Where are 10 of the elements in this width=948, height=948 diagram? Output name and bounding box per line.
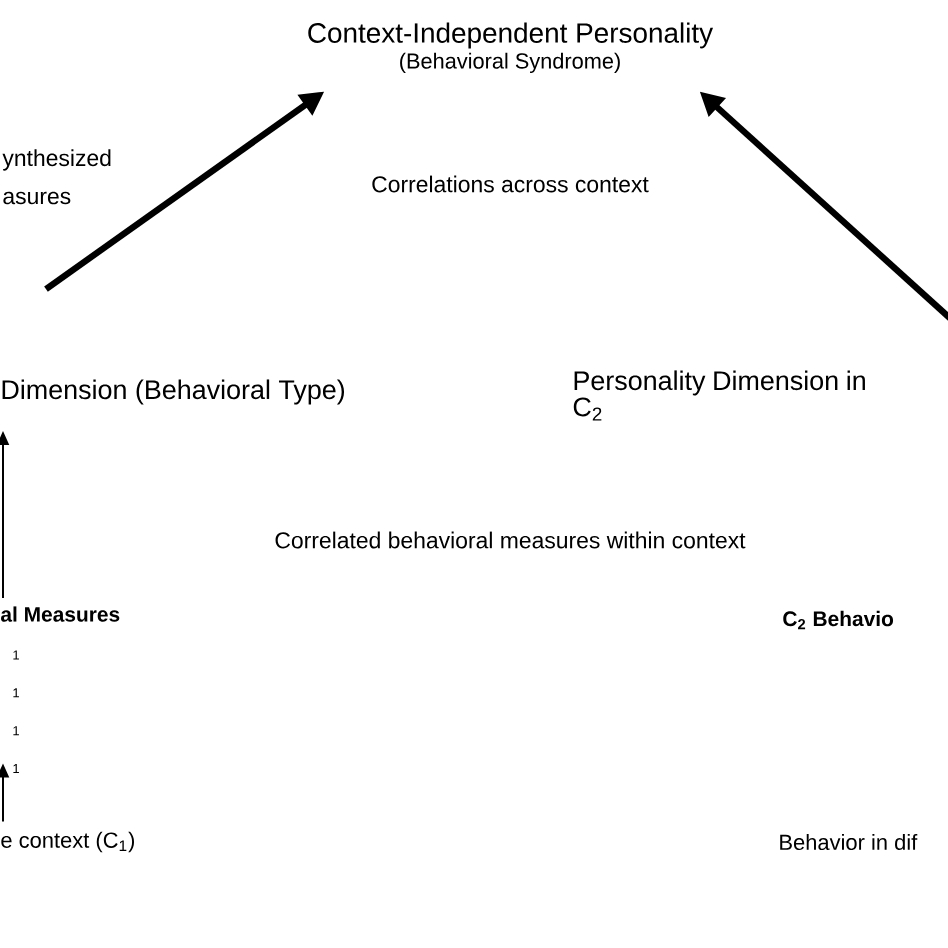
- annotation-text: asures: [3, 191, 71, 205]
- node-text: Context-Independent Personality (Behavioral Syndrome): [308, 22, 714, 73]
- annotation-text: Correlations across context: [372, 175, 649, 193]
- annotation-text: Correlated behavioral measures within context: [275, 531, 746, 549]
- node-text: Dimension (Behavioral Type): [2, 379, 345, 405]
- node-text: e context (C$_{1}$): [1, 831, 134, 853]
- node-text: Behavior in dif: [780, 833, 918, 851]
- node-text: Personality Dimension in C$_{2}$: [573, 370, 865, 421]
- annotation-text: ynthesized: [2, 149, 111, 171]
- node-text: C$_{2}$ Behavio: [783, 610, 894, 630]
